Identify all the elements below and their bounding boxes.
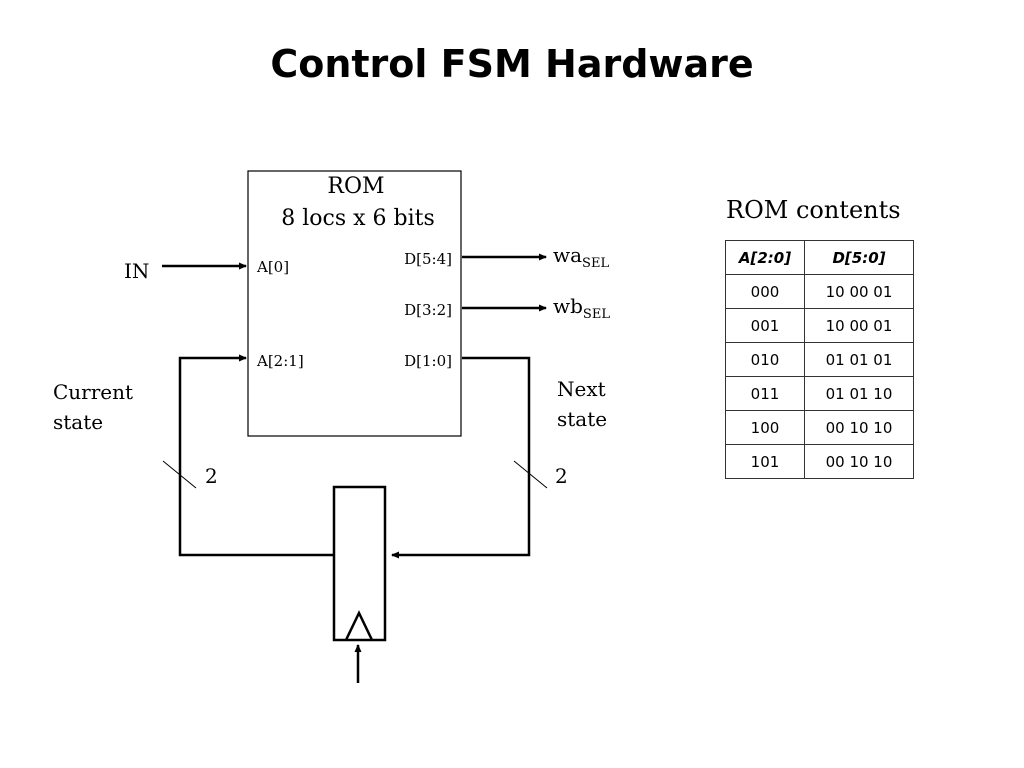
- page-title: Control FSM Hardware: [270, 42, 754, 86]
- current-state-wire: [178, 354, 333, 557]
- current-state-label-line1: Current: [53, 380, 133, 404]
- port-a0: A[0]: [256, 258, 289, 276]
- clock-triangle-icon: [344, 610, 374, 641]
- rom-label: ROM: [327, 174, 384, 199]
- cell-address: 000: [725, 274, 805, 309]
- input-in-label: IN: [124, 259, 149, 283]
- table-row: 000 10 00 01: [725, 274, 914, 309]
- next-state-wire: [391, 356, 531, 559]
- cell-data: 10 00 01: [804, 274, 914, 309]
- table-row: 011 01 01 10: [725, 376, 914, 411]
- current-state-label-line2: state: [53, 410, 103, 434]
- cell-data: 00 10 10: [804, 444, 914, 479]
- port-d32: D[3:2]: [404, 301, 452, 319]
- table-row: 001 10 00 01: [725, 308, 914, 343]
- cell-data: 01 01 10: [804, 376, 914, 411]
- table-row: 100 00 10 10: [725, 410, 914, 445]
- bus-width-right: 2: [555, 464, 568, 488]
- table-row: 101 00 10 10: [725, 444, 914, 479]
- rom-block: [247, 170, 462, 437]
- cell-data: 01 01 01: [804, 342, 914, 377]
- bus-slash-right: [513, 460, 548, 489]
- table-row: 010 01 01 01: [725, 342, 914, 377]
- wa-sel-label: waSEL: [553, 243, 609, 271]
- cell-address: 101: [725, 444, 805, 479]
- port-d54: D[5:4]: [404, 250, 452, 268]
- cell-address: 001: [725, 308, 805, 343]
- cell-data: 00 10 10: [804, 410, 914, 445]
- cell-address: 100: [725, 410, 805, 445]
- wb-sel-label: wbSEL: [553, 294, 610, 322]
- bus-width-left: 2: [205, 464, 218, 488]
- next-state-label-line2: state: [557, 407, 607, 431]
- rom-contents-table: A[2:0] D[5:0] 000 10 00 01 001 10 00 01 …: [725, 240, 914, 479]
- cell-address: 011: [725, 376, 805, 411]
- next-state-label-line1: Next: [557, 377, 606, 401]
- state-register: [332, 485, 387, 642]
- cell-address: 010: [725, 342, 805, 377]
- bus-slash-left: [162, 460, 197, 489]
- header-address: A[2:0]: [725, 240, 805, 275]
- cell-data: 10 00 01: [804, 308, 914, 343]
- table-header-row: A[2:0] D[5:0]: [725, 240, 914, 275]
- port-d10: D[1:0]: [404, 352, 452, 370]
- header-data: D[5:0]: [804, 240, 914, 275]
- port-a21: A[2:1]: [256, 352, 304, 370]
- rom-contents-caption: ROM contents: [726, 196, 901, 224]
- rom-size-label: 8 locs x 6 bits: [281, 206, 435, 231]
